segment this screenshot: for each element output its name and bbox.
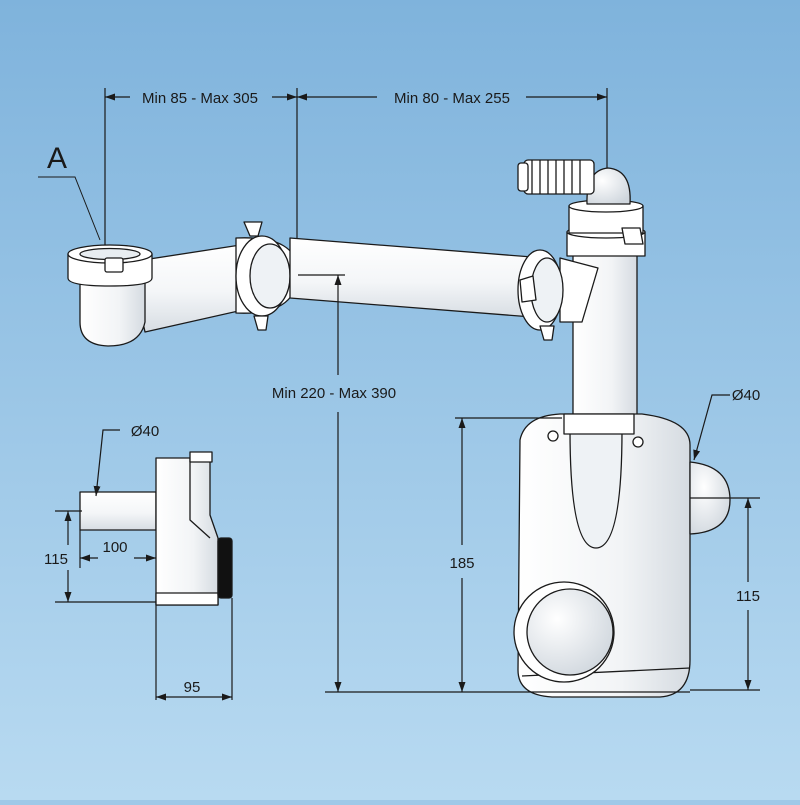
side-view — [79, 451, 233, 606]
height-range-label: Min 220 - Max 390 — [272, 385, 396, 402]
side-view-height-115-label: 115 — [44, 551, 68, 568]
side-view-length-100-label: 100 — [102, 539, 127, 556]
side-view-outlet-pipe — [79, 491, 157, 531]
diameter-right-label: Ø40 — [732, 387, 760, 404]
trap-collar — [563, 413, 635, 435]
top-dimension-left-label: Min 85 - Max 305 — [142, 90, 258, 107]
side-view-dimension-lines — [55, 429, 233, 701]
right-dimension-lines — [298, 274, 760, 693]
height-185-label: 185 — [449, 555, 474, 572]
callout-a-label: A — [47, 142, 67, 175]
basket-body — [79, 281, 146, 347]
side-view-body — [155, 457, 219, 606]
basket-clip — [104, 257, 124, 273]
side-view-width-95-label: 95 — [184, 679, 201, 696]
side-view-diameter-label: Ø40 — [131, 423, 159, 440]
callout-a-leader — [38, 176, 101, 241]
siphon-assembly — [67, 159, 731, 698]
corrugated-hose — [517, 159, 595, 195]
height-115-right-label: 115 — [736, 588, 760, 605]
side-view-cap — [217, 537, 233, 599]
top-dimension-right-label: Min 80 - Max 255 — [394, 90, 510, 107]
top-dimension-lines — [104, 88, 608, 245]
trap-inner-passage — [569, 429, 623, 549]
